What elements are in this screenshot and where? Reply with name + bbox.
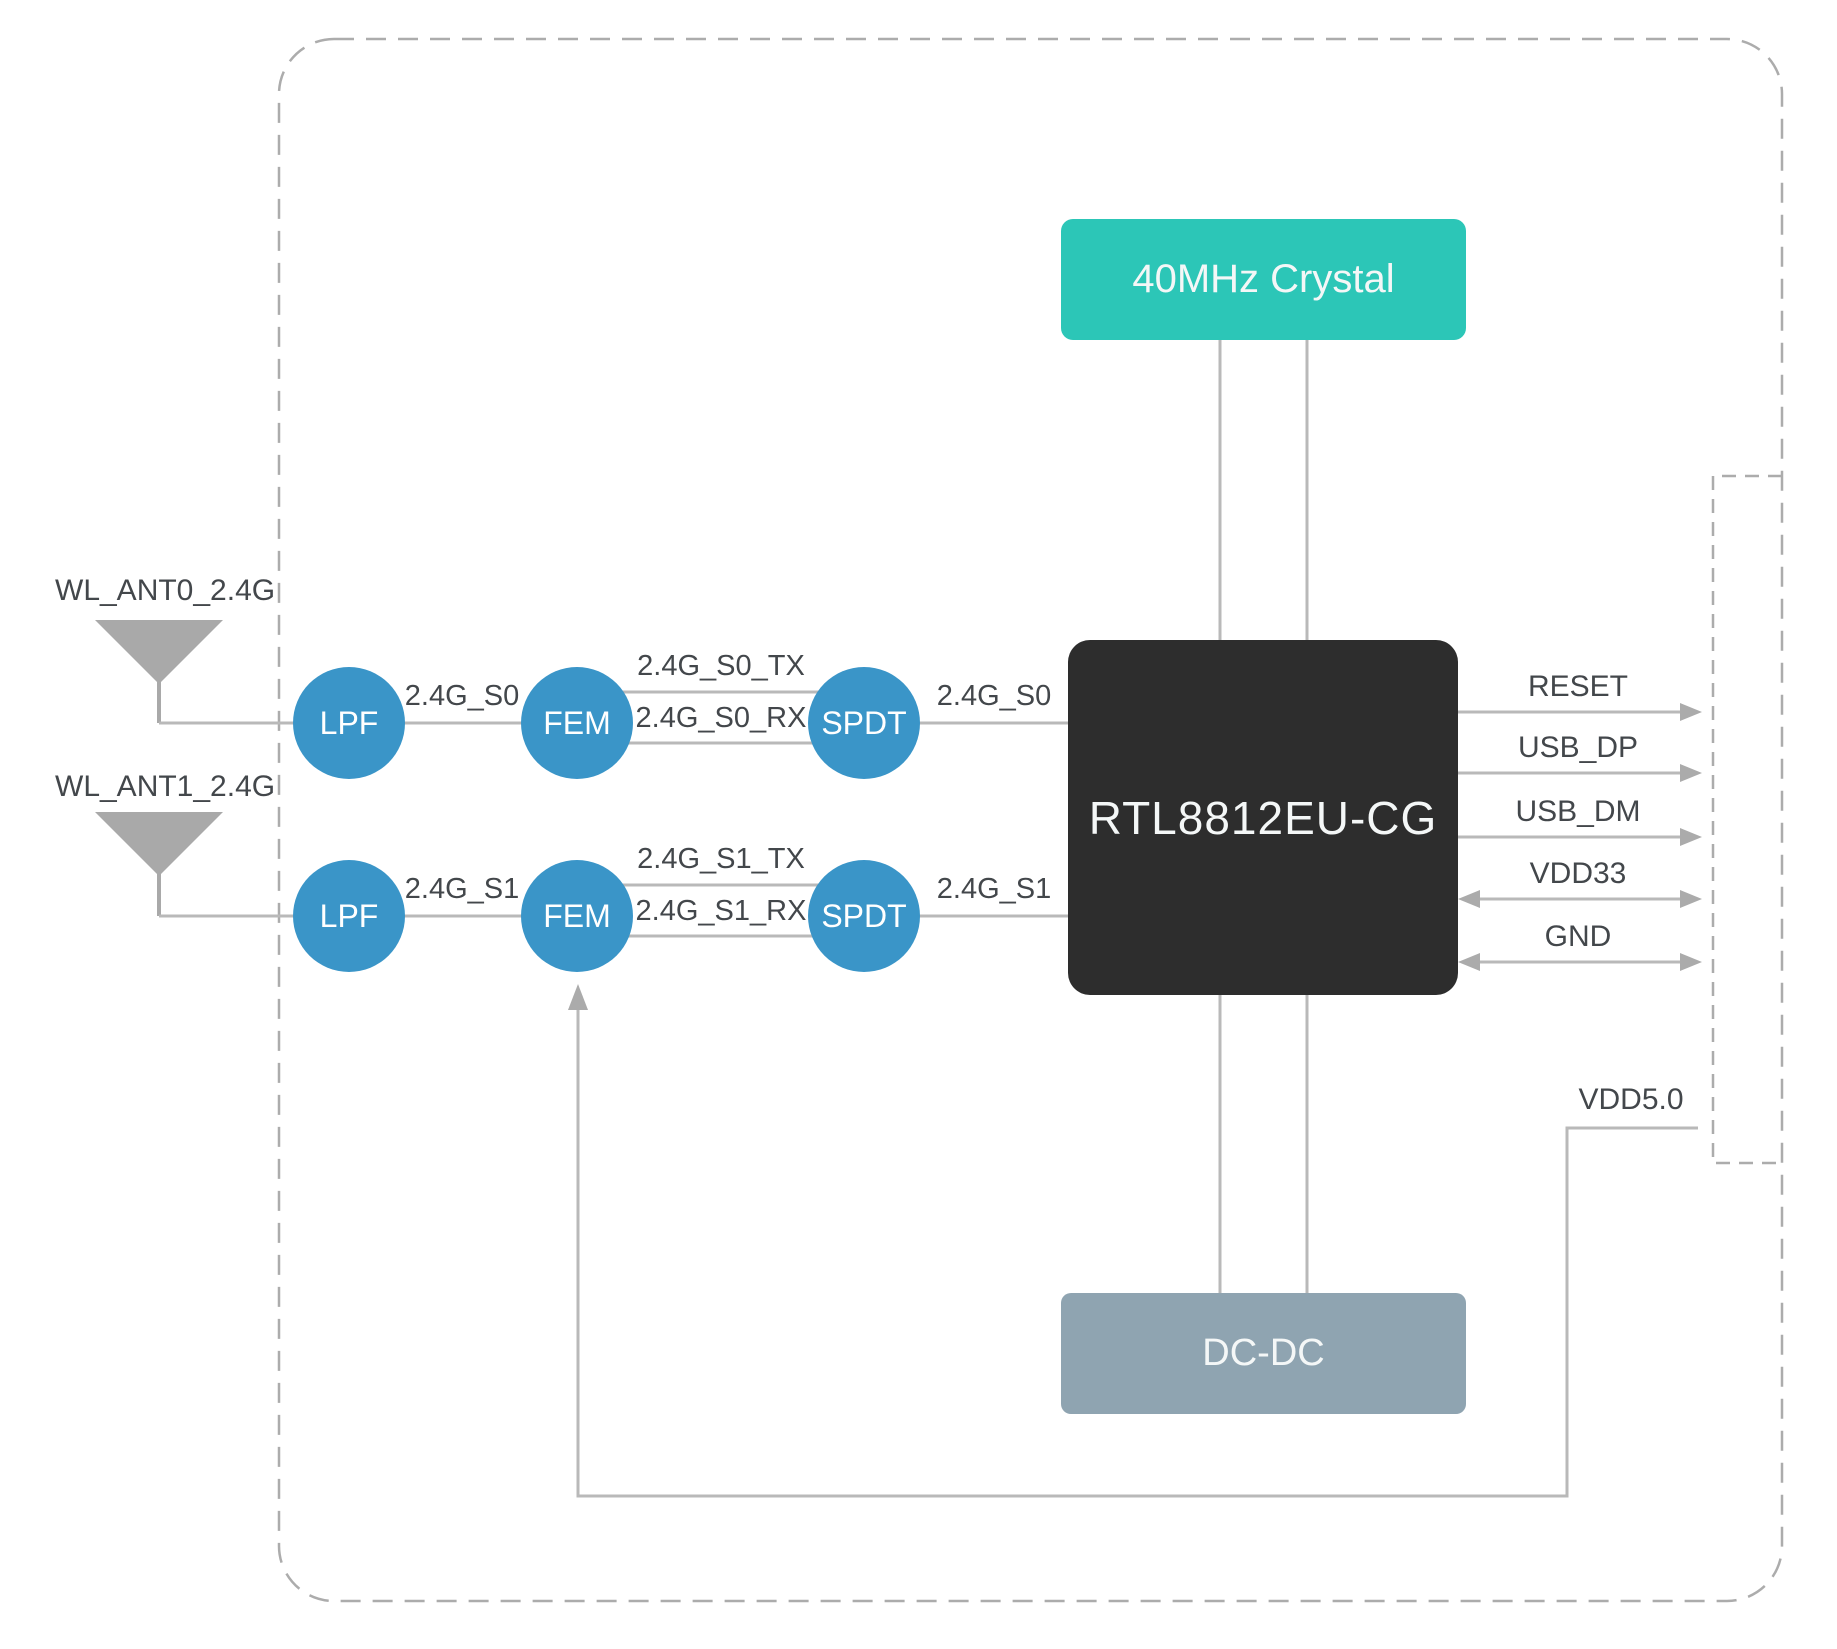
stage-lpf-1-label: LPF <box>319 897 379 934</box>
pin-wire-vdd33 <box>1458 890 1702 908</box>
net-label-rf0-tx: 2.4G_S0_TX <box>637 650 805 682</box>
pin-wire-usb-dp <box>1458 764 1702 782</box>
fem-power-arrowhead <box>568 984 588 1010</box>
crystal-label: 40MHz Crystal <box>1132 257 1395 301</box>
stage-lpf-0-label: LPF <box>319 704 379 741</box>
antenna1-label: WL_ANT1_2.4G <box>55 770 276 803</box>
net-label-rf1-rx: 2.4G_S1_RX <box>635 895 807 927</box>
gnd-arrowhead-right <box>1680 953 1702 971</box>
stage-fem-0-label: FEM <box>543 704 611 741</box>
pin-label-usb-dp: USB_DP <box>1517 731 1639 764</box>
reset-arrowhead <box>1680 703 1702 721</box>
stage-lpf-1: LPF <box>293 860 405 972</box>
pin-label-reset: RESET <box>1527 670 1629 703</box>
host-connector-outline <box>1711 474 1782 1165</box>
module-dashed-boundary <box>277 37 1784 1603</box>
net-label-rf1-chip: 2.4G_S1 <box>936 873 1052 905</box>
net-label-rf1-antenna: 2.4G_S1 <box>404 873 520 905</box>
dcdc-label: DC-DC <box>1202 1332 1325 1374</box>
chip-box: RTL8812EU-CG <box>1068 640 1458 995</box>
usb-dp-arrowhead <box>1680 764 1702 782</box>
stage-lpf-0: LPF <box>293 667 405 779</box>
vdd5-label: VDD5.0 <box>1578 1083 1684 1116</box>
chip-label: RTL8812EU-CG <box>1088 791 1438 844</box>
vdd33-arrowhead-right <box>1680 890 1702 908</box>
antenna1-symbol <box>95 812 223 916</box>
pin-label-vdd33: VDD33 <box>1529 857 1627 890</box>
stage-fem-1: FEM <box>521 860 633 972</box>
stage-spdt-1: SPDT <box>808 860 920 972</box>
net-label-rf0-chip: 2.4G_S0 <box>936 680 1052 712</box>
usb-dm-arrowhead <box>1680 828 1702 846</box>
antenna0-label: WL_ANT0_2.4G <box>55 574 276 607</box>
vdd33-arrowhead-left <box>1458 890 1480 908</box>
net-label-rf0-rx: 2.4G_S0_RX <box>635 702 807 734</box>
net-label-rf1-tx: 2.4G_S1_TX <box>637 843 805 875</box>
pin-wire-gnd <box>1458 953 1702 971</box>
stage-fem-1-label: FEM <box>543 897 611 934</box>
pin-wire-reset <box>1458 703 1702 721</box>
pin-label-usb-dm: USB_DM <box>1515 795 1641 828</box>
stage-spdt-0: SPDT <box>808 667 920 779</box>
stage-spdt-0-label: SPDT <box>821 704 907 741</box>
net-label-rf0-antenna: 2.4G_S0 <box>404 680 520 712</box>
stage-fem-0: FEM <box>521 667 633 779</box>
pin-label-gnd: GND <box>1544 920 1612 953</box>
antenna0-symbol <box>95 620 223 723</box>
stage-spdt-1-label: SPDT <box>821 897 907 934</box>
vdd5-feed-path <box>576 1008 1698 1498</box>
dcdc-box: DC-DC <box>1061 1293 1466 1414</box>
gnd-arrowhead-left <box>1458 953 1480 971</box>
crystal-box: 40MHz Crystal <box>1061 219 1466 340</box>
pin-wire-usb-dm <box>1458 828 1702 846</box>
